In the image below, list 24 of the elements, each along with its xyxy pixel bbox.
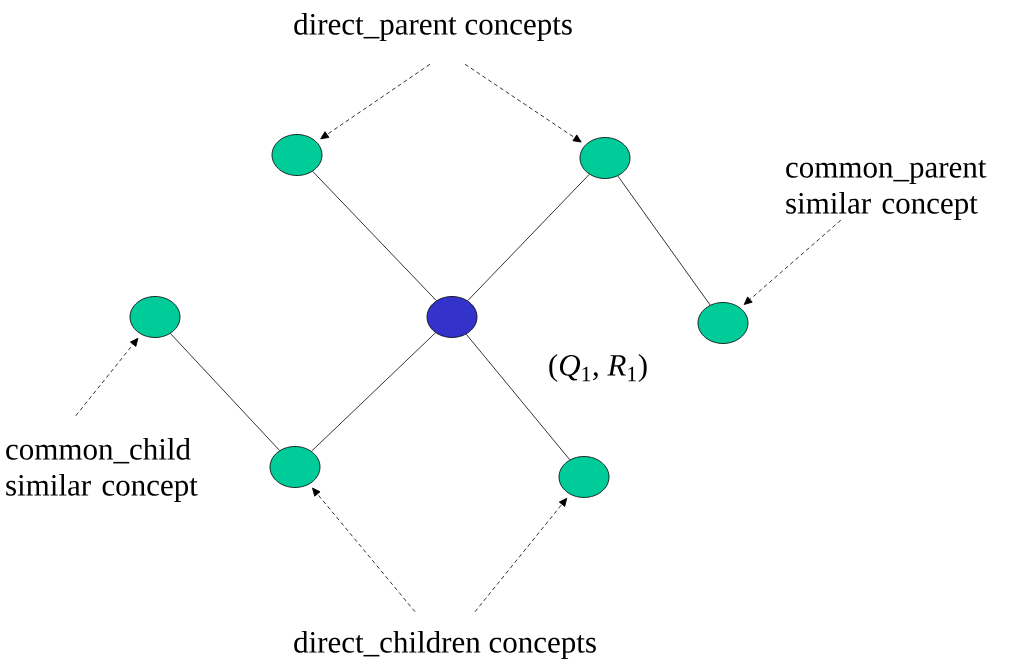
connector-line [467,174,590,301]
connector-line [170,333,280,451]
pointer-arrow [320,63,431,140]
pointer-arrow [474,497,568,613]
connector-line [465,333,571,461]
concept-label: common_child similar concept [6,437,198,503]
concept-label: direct_parent concepts [294,12,572,42]
connector-line [617,175,711,306]
pointer-arrow [464,63,582,143]
connector-line [312,171,437,301]
pointer-arrow [312,487,416,613]
concept-circle [579,137,631,179]
concept-circle [426,296,478,338]
concept-circle [271,134,323,176]
concept-label: direct_children concepts [294,630,596,660]
concept-circle [558,456,610,498]
pointer-arrow [75,337,139,417]
pair-label: (Q$_{1}$, R$_{1}$) [549,353,647,383]
pointer-arrow [743,219,842,305]
connector-line [311,332,436,452]
concept-label: common_parent similar concept [786,159,987,221]
concept-circle [269,446,321,488]
concept-circle [129,296,181,338]
concept-circle [697,302,749,344]
